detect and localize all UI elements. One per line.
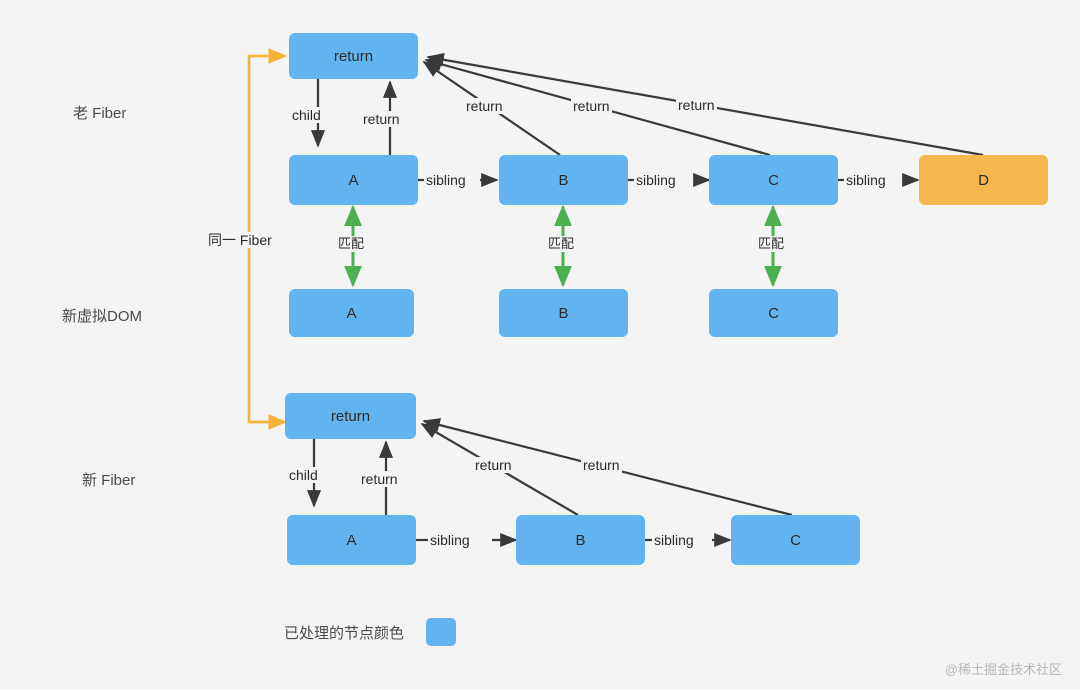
- row-label-new-virtual-dom: 新虚拟DOM: [62, 308, 142, 325]
- node-virtual-dom-a[interactable]: A: [289, 289, 414, 337]
- edge-label-old-child: child: [290, 107, 323, 123]
- watermark: @稀土掘金技术社区: [944, 662, 1062, 677]
- edge-label-same-fiber: 同一 Fiber: [206, 232, 274, 248]
- node-old-fiber-a[interactable]: A: [289, 155, 418, 205]
- edge-label-new-return-b: return: [473, 457, 514, 473]
- edge-label-old-sibling-c-d: sibling: [844, 172, 888, 188]
- node-new-fiber-c[interactable]: C: [731, 515, 860, 565]
- edge-label-new-return-c: return: [581, 457, 622, 473]
- edge-label-match-a: 匹配: [336, 236, 367, 252]
- legend-label: 已处理的节点颜色: [284, 624, 405, 642]
- row-label-new-fiber: 新 Fiber: [82, 472, 136, 489]
- edge-label-new-sibling-b-c: sibling: [652, 532, 696, 548]
- node-new-fiber-a[interactable]: A: [287, 515, 416, 565]
- edge-label-old-return-d: return: [676, 97, 717, 113]
- node-virtual-dom-c[interactable]: C: [709, 289, 838, 337]
- edge-label-new-return-a: return: [359, 471, 400, 487]
- legend: 已处理的节点颜色: [284, 618, 457, 646]
- edge-label-match-b: 匹配: [546, 236, 577, 252]
- node-new-fiber-b[interactable]: B: [516, 515, 645, 565]
- edge-label-old-return-a: return: [361, 111, 402, 127]
- node-new-fiber-root[interactable]: return: [285, 393, 416, 439]
- node-old-fiber-root[interactable]: return: [289, 33, 418, 79]
- edge-label-match-c: 匹配: [756, 236, 787, 252]
- edge-label-new-sibling-a-b: sibling: [428, 532, 472, 548]
- legend-color-swatch: [426, 618, 457, 646]
- edge-label-old-sibling-a-b: sibling: [424, 172, 468, 188]
- node-old-fiber-d[interactable]: D: [919, 155, 1048, 205]
- node-virtual-dom-b[interactable]: B: [499, 289, 628, 337]
- edge-label-old-return-b: return: [464, 98, 505, 114]
- edge-label-new-child: child: [287, 467, 320, 483]
- edge-label-old-return-c: return: [571, 98, 612, 114]
- row-label-old-fiber: 老 Fiber: [73, 105, 127, 122]
- node-old-fiber-c[interactable]: C: [709, 155, 838, 205]
- edge-label-old-sibling-b-c: sibling: [634, 172, 678, 188]
- node-old-fiber-b[interactable]: B: [499, 155, 628, 205]
